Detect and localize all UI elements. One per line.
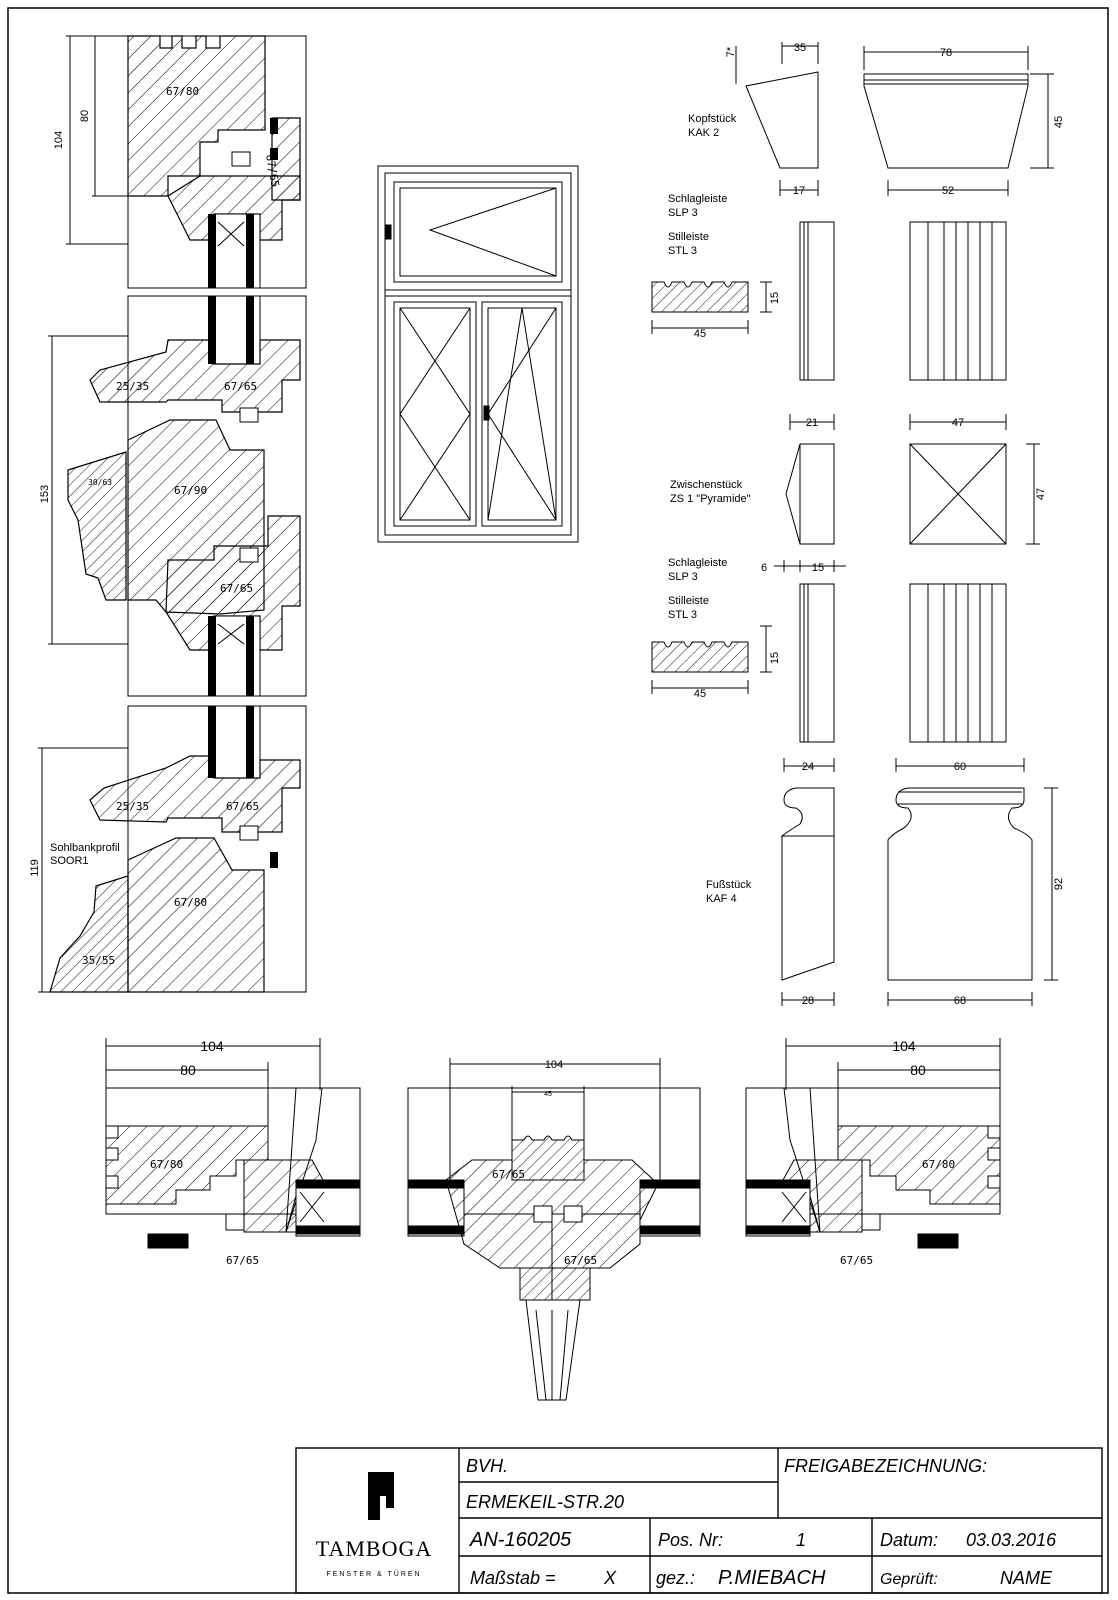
section-middle-30-63: 30/63 (88, 478, 112, 487)
dim-secR-104: 104 (892, 1038, 916, 1054)
dim-slp2-6: 6 (761, 562, 767, 574)
section-secR-67-65: 67/65 (840, 1254, 873, 1267)
section-bottom-67-65: 67/65 (226, 800, 259, 813)
dim-stil1-45: 45 (694, 328, 706, 340)
checked-label: Geprüft: (880, 1571, 938, 1588)
date-label: Datum: (880, 1530, 938, 1550)
detail-middle (48, 295, 307, 697)
schlagleiste-1-code: SLP 3 (668, 207, 698, 219)
dim-kopf-7: 7* (725, 46, 737, 57)
section-bottom-25-35: 25/35 (116, 800, 149, 813)
section-top-67-65: 67/65 (263, 153, 282, 188)
kopfstueck-code: KAK 2 (688, 127, 719, 139)
sill-profile-code: SOOR1 (50, 855, 89, 867)
drawn-value: P.MIEBACH (718, 1567, 826, 1589)
dim-bottom-119: 119 (29, 859, 41, 877)
kopfstueck-name: Kopfstück (688, 113, 737, 125)
dim-zs-21: 21 (806, 417, 818, 429)
section-middle-67-90: 67/90 (174, 484, 207, 497)
date-value: 03.03.2016 (966, 1530, 1057, 1550)
drawn-label: gez.: (656, 1568, 695, 1588)
section-secL-67-65: 67/65 (226, 1254, 259, 1267)
dim-secC-104: 104 (545, 1059, 563, 1071)
section-middle-67-65a: 67/65 (224, 380, 257, 393)
dim-fuss-92: 92 (1053, 878, 1065, 890)
section-middle-67-65b: 67/65 (220, 582, 253, 595)
dim-kopf-17: 17 (793, 185, 805, 197)
stilleiste-1-name: Stilleiste (668, 231, 709, 243)
scale-value: X (603, 1568, 617, 1588)
schlagleiste-1-name: Schlagleiste (668, 193, 727, 205)
stilleiste-1-drawing (651, 221, 1007, 381)
dim-stil1-15: 15 (769, 292, 781, 304)
dim-stil2-45: 45 (694, 688, 706, 700)
dim-fuss-24: 24 (802, 761, 814, 773)
logo-subtext: FENSTER & TÜREN (326, 1570, 421, 1578)
fussstueck-drawing (780, 758, 1058, 1006)
dim-secL-80: 80 (180, 1062, 196, 1078)
section-top-67-80: 67/80 (166, 85, 199, 98)
scale-label: Maßstab = (470, 1568, 556, 1588)
dim-top-80: 80 (79, 110, 91, 122)
dim-kopf-35: 35 (794, 42, 806, 54)
dim-fuss-68: 68 (954, 995, 966, 1007)
section-secR-67-80: 67/80 (922, 1158, 955, 1171)
section-secC-67-65b: 67/65 (564, 1254, 597, 1267)
schlagleiste-2-name: Schlagleiste (668, 557, 727, 569)
dim-zs-47b: 47 (1035, 488, 1047, 500)
kopfstueck-drawing (735, 42, 1054, 196)
dim-stil2-15: 15 (769, 652, 781, 664)
fussstueck-code: KAF 4 (706, 893, 737, 905)
section-bottom-right (745, 1038, 1001, 1249)
dim-secR-80: 80 (910, 1062, 926, 1078)
fussstueck-name: Fußstück (706, 879, 752, 891)
zwischenstueck-code: ZS 1 "Pyramide" (670, 493, 751, 505)
section-secC-67-65a: 67/65 (492, 1168, 525, 1181)
checked-value: NAME (1000, 1568, 1053, 1588)
sill-profile-label: Sohlbankprofil (50, 842, 120, 854)
dim-middle-153: 153 (39, 485, 51, 503)
bvh-label: BVH. (466, 1456, 508, 1476)
dim-fuss-60: 60 (954, 761, 966, 773)
pos-label: Pos. Nr: (658, 1530, 723, 1550)
stilleiste-1-code: STL 3 (668, 245, 697, 257)
order-number: AN-160205 (469, 1529, 572, 1551)
tamboga-logo-mark (368, 1472, 394, 1520)
detail-top (66, 35, 307, 289)
dim-secL-104: 104 (200, 1038, 224, 1054)
dim-top-104: 104 (53, 131, 65, 149)
stilleiste-2-code: STL 3 (668, 609, 697, 621)
dim-kopf-45: 45 (1053, 116, 1065, 128)
schlagleiste-2-code: SLP 3 (668, 571, 698, 583)
section-bottom-center (407, 1058, 701, 1401)
section-secL-67-80: 67/80 (150, 1158, 183, 1171)
section-bottom-left (105, 1038, 361, 1249)
title-block-frame (295, 1447, 1103, 1594)
logo-text: TAMBOGA (316, 1536, 432, 1561)
dim-kopf-52: 52 (942, 185, 954, 197)
project-name: ERMEKEIL-STR.20 (466, 1492, 624, 1512)
release-label: FREIGABEZEICHNUNG: (784, 1456, 987, 1476)
zwischenstueck-drawing (785, 414, 1040, 545)
section-middle-25-35: 25/35 (116, 380, 149, 393)
section-bottom-35-55: 35/55 (82, 954, 115, 967)
stilleiste-2-name: Stilleiste (668, 595, 709, 607)
dim-kopf-78: 78 (940, 47, 952, 59)
zwischenstueck-name: Zwischenstück (670, 479, 743, 491)
detail-bottom (38, 705, 307, 993)
dim-fuss-28: 28 (802, 995, 814, 1007)
dim-zs-47a: 47 (952, 417, 964, 429)
section-bottom-67-80: 67/80 (174, 896, 207, 909)
stilleiste-2-drawing (651, 560, 1007, 743)
dim-slp2-15: 15 (812, 562, 824, 574)
window-elevation (377, 165, 579, 543)
dim-secC-45: 45 (544, 1091, 552, 1098)
pos-value: 1 (796, 1530, 806, 1550)
